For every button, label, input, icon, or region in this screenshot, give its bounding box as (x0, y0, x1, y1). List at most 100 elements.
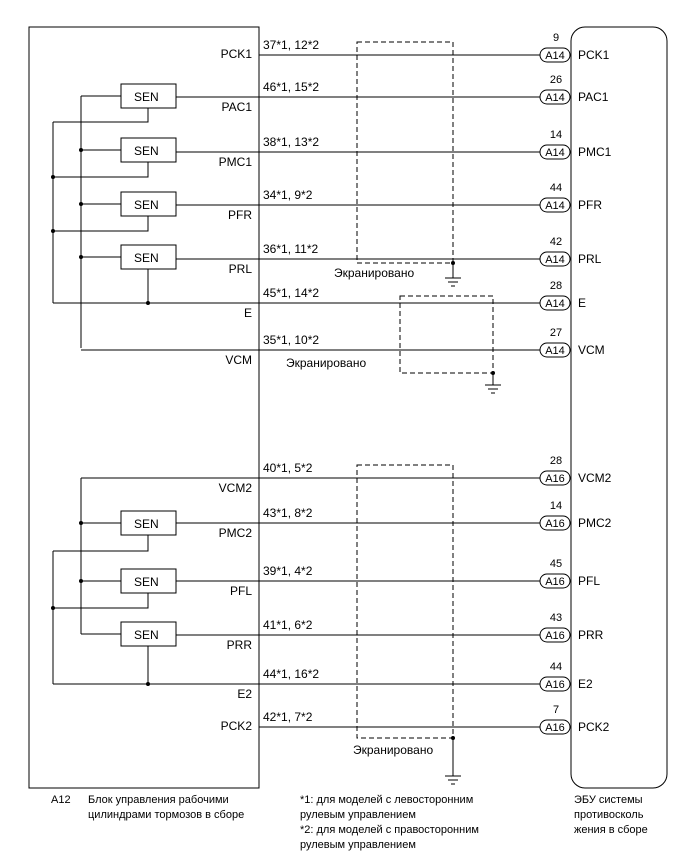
note-2-line-1: *2: для моделей с правосторонним (300, 824, 479, 836)
left-unit-code: A12 (51, 794, 71, 806)
terminal-name: PCK1 (221, 47, 253, 61)
connector-oval (539, 627, 571, 643)
terminal-name: PFR (228, 208, 252, 222)
ecu-pin-number: 44 (550, 661, 562, 673)
ecu-terminal-name: PMC2 (578, 516, 612, 530)
connector-oval (539, 89, 571, 105)
ecu-terminal-name: PAC1 (578, 90, 609, 104)
ecu-name-3: жения в сборе (574, 824, 648, 836)
ecu-pin-number: 26 (550, 74, 562, 86)
connector-oval (539, 251, 571, 267)
terminal-name: PAC1 (222, 100, 253, 114)
sensor-label: SEN (134, 251, 159, 265)
shield-label: Экранировано (353, 743, 433, 757)
connector-code: A14 (545, 92, 565, 104)
connector-code: A16 (545, 630, 565, 642)
internal-wiring (51, 41, 501, 785)
pin-numbers: 36*1, 11*2 (263, 242, 318, 256)
pin-numbers: 37*1, 12*2 (263, 38, 319, 52)
left-unit-name-1: Блок управления рабочими (88, 794, 229, 806)
ecu-terminal-name: PFR (578, 198, 602, 212)
ecu-terminal-name: E2 (578, 677, 593, 691)
connector-code: A14 (545, 345, 565, 357)
pin-numbers: 44*1, 16*2 (263, 667, 319, 681)
connector-oval (539, 573, 571, 589)
ecu-pin-number: 28 (550, 455, 562, 467)
sensor-label: SEN (134, 198, 159, 212)
ecu-pin-number: 28 (550, 280, 562, 292)
connector-code: A16 (545, 518, 565, 530)
terminal-name: PFL (230, 584, 252, 598)
connector-oval (539, 47, 571, 63)
shield-3 (356, 464, 454, 739)
connector-code: A14 (545, 50, 565, 62)
connector-oval (539, 342, 571, 358)
connector-code: A14 (545, 147, 565, 159)
connector-code: A16 (545, 473, 565, 485)
connector-oval (539, 295, 571, 311)
connector-code: A16 (545, 576, 565, 588)
ecu-terminal-name: PCK2 (578, 720, 610, 734)
ecu-terminal-name: PMC1 (578, 145, 612, 159)
ecu-terminal-name: PRL (578, 252, 602, 266)
ecu-pin-number: 14 (550, 129, 562, 141)
pin-numbers: 45*1, 14*2 (263, 286, 319, 300)
shield-label: Экранировано (286, 356, 366, 370)
ecu-pin-number: 14 (550, 500, 562, 512)
ecu-name-1: ЭБУ системы (574, 794, 643, 806)
sensor-box-pac1 (120, 83, 177, 109)
terminal-name: VCM (225, 353, 252, 367)
ecu-pin-number: 42 (550, 236, 562, 248)
pin-numbers: 40*1, 5*2 (263, 461, 313, 475)
connector-code: A16 (545, 679, 565, 691)
connector-oval (539, 470, 571, 486)
terminal-name: E2 (237, 687, 252, 701)
connector-oval (539, 719, 571, 735)
ecu-pin-number: 43 (550, 612, 562, 624)
sensor-label: SEN (134, 575, 159, 589)
shield-label: Экранировано (334, 266, 414, 280)
pin-numbers: 41*1, 6*2 (263, 618, 313, 632)
pin-numbers: 39*1, 4*2 (263, 564, 313, 578)
ecu-pin-number: 44 (550, 182, 562, 194)
ecu-pin-number: 45 (550, 558, 562, 570)
connector-code: A16 (545, 722, 565, 734)
ecu-name-2: противосколь (574, 809, 644, 821)
connector-oval (539, 515, 571, 531)
terminal-name: PMC2 (219, 526, 253, 540)
terminal-name: PMC1 (219, 155, 253, 169)
note-2-line-2: рулевым управлением (300, 839, 416, 851)
terminal-name: PRL (229, 262, 253, 276)
ecu-terminal-name: VCM (578, 343, 605, 357)
connector-code: A14 (545, 254, 565, 266)
shield-2 (399, 295, 494, 374)
sensor-box-pfr (120, 191, 177, 217)
terminal-name: PCK2 (221, 719, 253, 733)
ecu-pin-number: 9 (553, 32, 559, 44)
note-1-line-1: *1: для моделей с левосторонним (300, 794, 473, 806)
pin-numbers: 34*1, 9*2 (263, 188, 313, 202)
note-1-line-2: рулевым управлением (300, 809, 416, 821)
ecu-terminal-name: E (578, 296, 586, 310)
pin-numbers: 35*1, 10*2 (263, 333, 319, 347)
connector-code: A14 (545, 298, 565, 310)
sensor-label: SEN (134, 144, 159, 158)
left-unit-name-2: цилиндрами тормозов в сборе (88, 809, 244, 821)
sensor-box-prr (120, 621, 177, 647)
sensor-label: SEN (134, 517, 159, 531)
ecu-pin-number: 7 (553, 704, 559, 716)
connector-code: A14 (545, 200, 565, 212)
ecu-terminal-name: VCM2 (578, 471, 612, 485)
